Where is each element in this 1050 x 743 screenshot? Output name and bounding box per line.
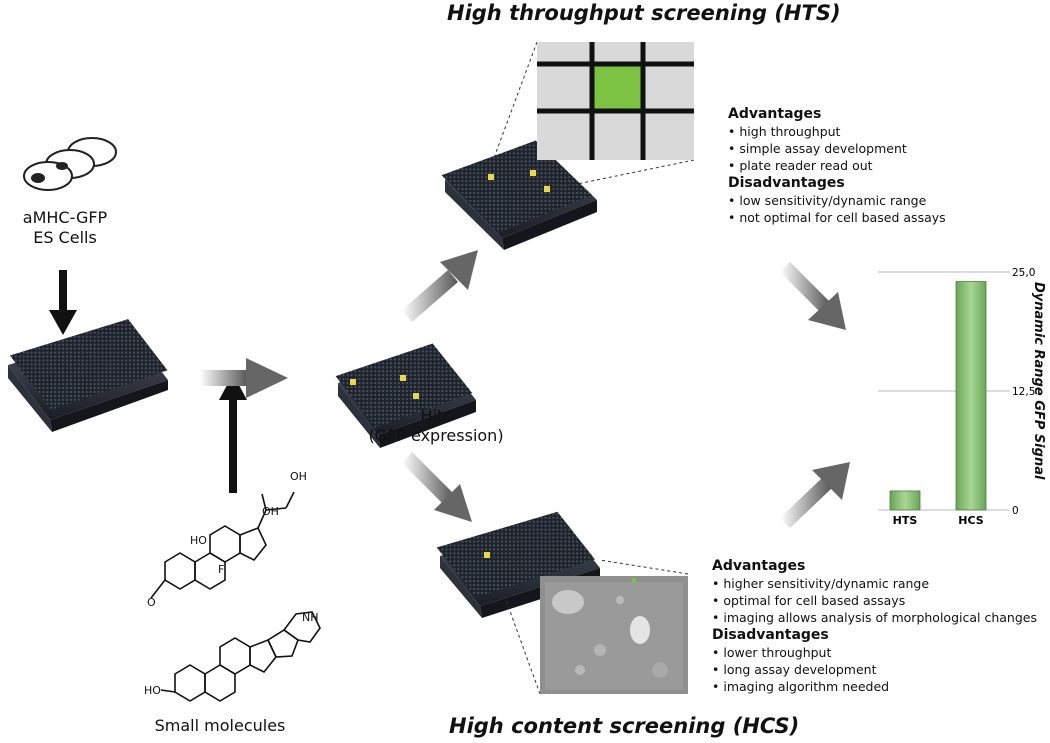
cells-label: aMHC-GFP ES Cells xyxy=(10,208,120,248)
cells-line1: aMHC-GFP xyxy=(22,208,108,227)
chart-bar-hts xyxy=(889,490,921,511)
hcs-pros-cons: Advantages higher sensitivity/dynamic ra… xyxy=(712,557,1037,695)
hts-advantage-item: high throughput xyxy=(728,123,946,140)
hcs-advantage-item: higher sensitivity/dynamic range xyxy=(712,575,1037,592)
hit-well xyxy=(400,375,406,381)
small-molecules-label: Small molecules xyxy=(154,716,286,735)
hts-advantage-item: plate reader read out xyxy=(728,157,946,174)
svg-text:O: O xyxy=(147,596,156,609)
svg-text:F: F xyxy=(218,563,224,576)
small-molecule-structures xyxy=(150,491,321,702)
hits-to-hts-arrow xyxy=(402,250,478,322)
svg-text:OH: OH xyxy=(290,470,307,483)
molecules-to-plate-arrow xyxy=(219,374,247,493)
hcs-disadvantage-item: long assay development xyxy=(712,661,1037,678)
hts-title: High throughput screening (HTS) xyxy=(447,1,841,25)
hcs-title: High content screening (HCS) xyxy=(449,714,800,738)
chart-x-tick-label: HTS xyxy=(893,514,918,527)
chart-bar-hcs xyxy=(955,281,987,511)
hcs-disadvantage-item: lower throughput xyxy=(712,644,1037,661)
hts-to-chart-arrow xyxy=(780,262,846,330)
svg-text:HO: HO xyxy=(190,534,207,547)
hcs-advantage-item: optimal for cell based assays xyxy=(712,592,1037,609)
hts-advantage-item: simple assay development xyxy=(728,140,946,157)
chart-y-tick-label: 12,5 xyxy=(1012,386,1035,398)
hit-well xyxy=(350,379,356,385)
hits-plate xyxy=(335,343,476,448)
hts-disadvantage-item: low sensitivity/dynamic range xyxy=(728,192,946,209)
cells-line2: ES Cells xyxy=(33,228,97,247)
hts-zoom-view xyxy=(487,41,695,191)
gfp-positive-well xyxy=(594,64,641,109)
start-plate xyxy=(8,319,168,432)
hcs-advantages-header: Advantages xyxy=(712,558,806,574)
hcs-disadvantage-item: imaging algorithm needed xyxy=(712,678,1037,695)
svg-text:HO: HO xyxy=(144,684,161,697)
cells-to-plate-arrow xyxy=(49,270,77,335)
chart-x-tick-label: HCS xyxy=(958,514,983,527)
chart-ylabel: Dynamic Range GFP Signal xyxy=(1031,282,1046,480)
chart-y-tick-label: 0 xyxy=(1012,505,1019,517)
hts-disadvantages-header: Disadvantages xyxy=(728,175,845,191)
hits-line1: Hits xyxy=(420,406,452,425)
hcs-to-chart-arrow xyxy=(780,462,850,528)
hit-well xyxy=(413,393,419,399)
hcs-disadvantages-header: Disadvantages xyxy=(712,627,829,643)
plate-to-hits-arrow xyxy=(200,358,288,398)
hts-disadvantage-item: not optimal for cell based assays xyxy=(728,209,945,226)
hcs-advantage-item: imaging allows analysis of morphological… xyxy=(712,609,1037,626)
svg-text:NH: NH xyxy=(302,611,319,624)
hts-advantages-header: Advantages xyxy=(728,106,822,122)
hits-label: Hits (GFP expression) xyxy=(366,406,506,446)
es-cells-icon xyxy=(23,137,117,191)
hits-line2: (GFP expression) xyxy=(368,426,504,445)
svg-text:OH: OH xyxy=(262,505,279,518)
chart-y-tick-label: 25,0 xyxy=(1012,267,1035,279)
hits-to-hcs-arrow xyxy=(402,452,472,522)
hts-plate xyxy=(441,140,597,250)
hts-pros-cons: Advantages high throughput simple assay … xyxy=(728,105,946,226)
hcs-microscopy-image xyxy=(489,555,689,695)
